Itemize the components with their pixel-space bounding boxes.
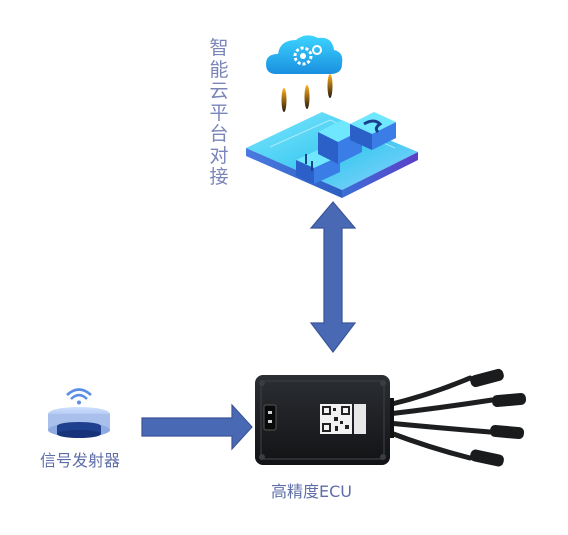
wireless-signal-emitter-icon [48,388,110,438]
cloud-platform-label: 智能云平台对接 [209,37,229,188]
bidirectional-arrow [309,201,357,353]
cloud-gear-icon [266,35,343,74]
ecu-label: 高精度ECU [271,482,352,501]
data-rays [281,74,333,112]
isometric-data-platform-icon [246,112,418,198]
ecu-device-image [255,368,527,467]
signal-emitter-label: 信号发射器 [40,451,121,470]
right-arrow [141,403,253,451]
